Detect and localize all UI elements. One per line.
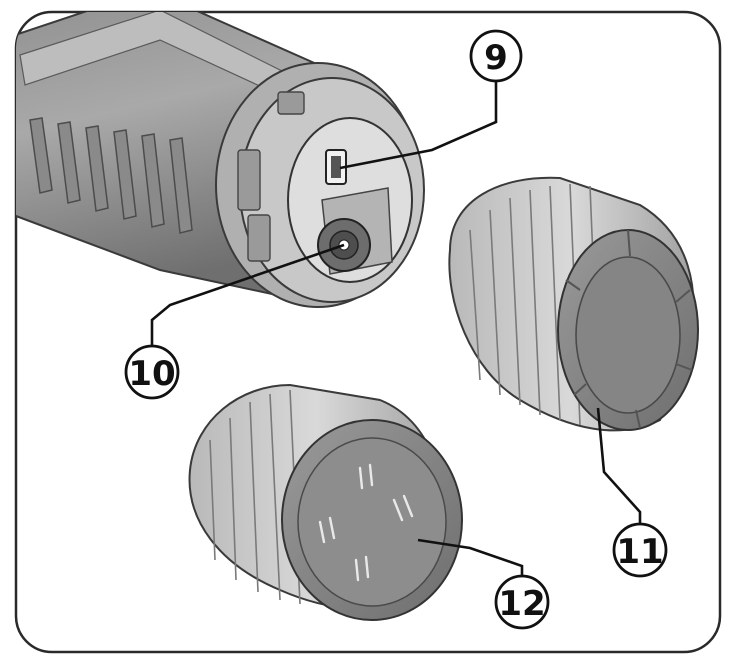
leader-12 (417, 538, 524, 578)
leader-9 (339, 80, 498, 170)
callout-12: 12 (494, 574, 550, 630)
callout-9-label: 9 (484, 38, 508, 78)
callout-11-label: 11 (616, 532, 663, 572)
callout-10-label: 10 (128, 354, 175, 394)
front-cap (188, 383, 463, 621)
callout-11: 11 (612, 522, 668, 578)
callout-10: 10 (124, 344, 180, 400)
callout-9: 9 (469, 29, 523, 83)
leader-11 (596, 407, 642, 526)
leader-10 (150, 243, 345, 348)
callout-12-label: 12 (498, 584, 545, 624)
rear-cap (448, 176, 699, 432)
device-body (16, 12, 425, 308)
